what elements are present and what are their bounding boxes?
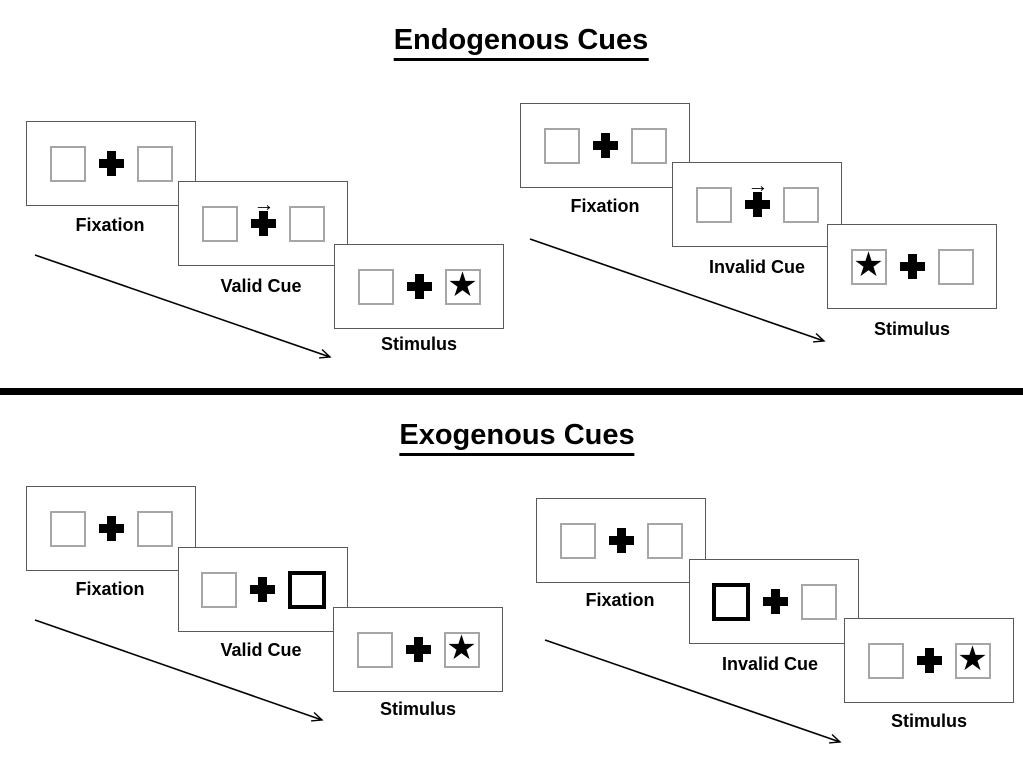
panel-label: Stimulus [873, 319, 951, 339]
timeline-arrow-exogenous-invalid [544, 639, 842, 744]
star-icon: ★ [447, 265, 478, 304]
fixation-panel [26, 121, 196, 206]
fixation-cross-icon [405, 637, 431, 662]
left-target-box: ★ [850, 245, 887, 285]
star-icon: ★ [853, 245, 884, 284]
timeline-arrow-exogenous-valid [34, 619, 324, 722]
cue-arrow-icon: → [747, 174, 769, 197]
right-placeholder-box [782, 186, 819, 223]
fixation-cross-icon [250, 211, 276, 236]
fixation-cross-icon [762, 589, 788, 614]
section-title-text: Exogenous Cues [399, 419, 635, 456]
fixation-cross-icon [899, 254, 925, 279]
panel-label: Fixation [75, 579, 145, 599]
panel-label: Fixation [585, 590, 655, 610]
left-placeholder-box [200, 571, 237, 608]
panel-label: Valid Cue [220, 640, 302, 660]
cue-arrow-icon: → [253, 193, 275, 216]
stimulus-panel: ★ [333, 607, 503, 692]
panel-label: Stimulus [380, 334, 458, 354]
star-icon: ★ [957, 639, 988, 678]
timeline-arrow-endogenous-invalid [529, 238, 826, 343]
fixation-cross-icon [98, 516, 124, 541]
right-placeholder-box [630, 127, 667, 164]
stimulus-panel: ★ [334, 244, 504, 329]
star-icon: ★ [446, 628, 477, 667]
right-target-box: ★ [954, 639, 991, 679]
right-placeholder-box [136, 510, 173, 547]
panel-label: Stimulus [379, 699, 457, 719]
left-placeholder-box [559, 522, 596, 559]
panel-label: Invalid Cue [721, 654, 819, 674]
left-placeholder-box [543, 127, 580, 164]
right-placeholder-box [288, 205, 325, 242]
left-placeholder-box [356, 631, 393, 668]
right-placeholder-box [800, 583, 837, 620]
valid-cue-panel: → [178, 181, 348, 266]
stimulus-panel: ★ [844, 618, 1014, 703]
right-target-box: ★ [444, 265, 481, 305]
left-placeholder-box [49, 510, 86, 547]
right-target-box: ★ [443, 628, 480, 668]
fixation-cross-icon [744, 192, 770, 217]
left-placeholder-box [695, 186, 732, 223]
timeline-arrow-endogenous-valid [34, 254, 332, 359]
section-title-exogenous: Exogenous Cues [399, 419, 635, 456]
fixation-cross-icon [916, 648, 942, 673]
fixation-cross-icon [592, 133, 618, 158]
valid-cue-panel [178, 547, 348, 632]
invalid-cue-panel [689, 559, 859, 644]
section-title-text: Endogenous Cues [393, 24, 649, 61]
right-placeholder-box [646, 522, 683, 559]
panel-label: Fixation [75, 215, 145, 235]
right-placeholder-box [937, 248, 974, 285]
fixation-cross-icon [406, 274, 432, 299]
left-placeholder-box [867, 642, 904, 679]
left-placeholder-box [357, 268, 394, 305]
left-highlighted-cue-box [711, 582, 750, 621]
right-placeholder-box [136, 145, 173, 182]
fixation-cross-icon [608, 528, 634, 553]
fixation-cross-icon [249, 577, 275, 602]
section-title-endogenous: Endogenous Cues [393, 24, 649, 61]
invalid-cue-panel: → [672, 162, 842, 247]
section-divider [0, 388, 1023, 395]
fixation-panel [26, 486, 196, 571]
panel-label: Valid Cue [220, 276, 302, 296]
fixation-panel [520, 103, 690, 188]
panel-label: Stimulus [890, 711, 968, 731]
right-highlighted-cue-box [287, 570, 326, 609]
left-placeholder-box [201, 205, 238, 242]
panel-label: Fixation [570, 196, 640, 216]
left-placeholder-box [49, 145, 86, 182]
stimulus-panel: ★ [827, 224, 997, 309]
central-cue: → [250, 194, 276, 236]
fixation-cross-icon [98, 151, 124, 176]
fixation-panel [536, 498, 706, 583]
panel-label: Invalid Cue [708, 257, 806, 277]
central-cue: → [744, 175, 770, 217]
